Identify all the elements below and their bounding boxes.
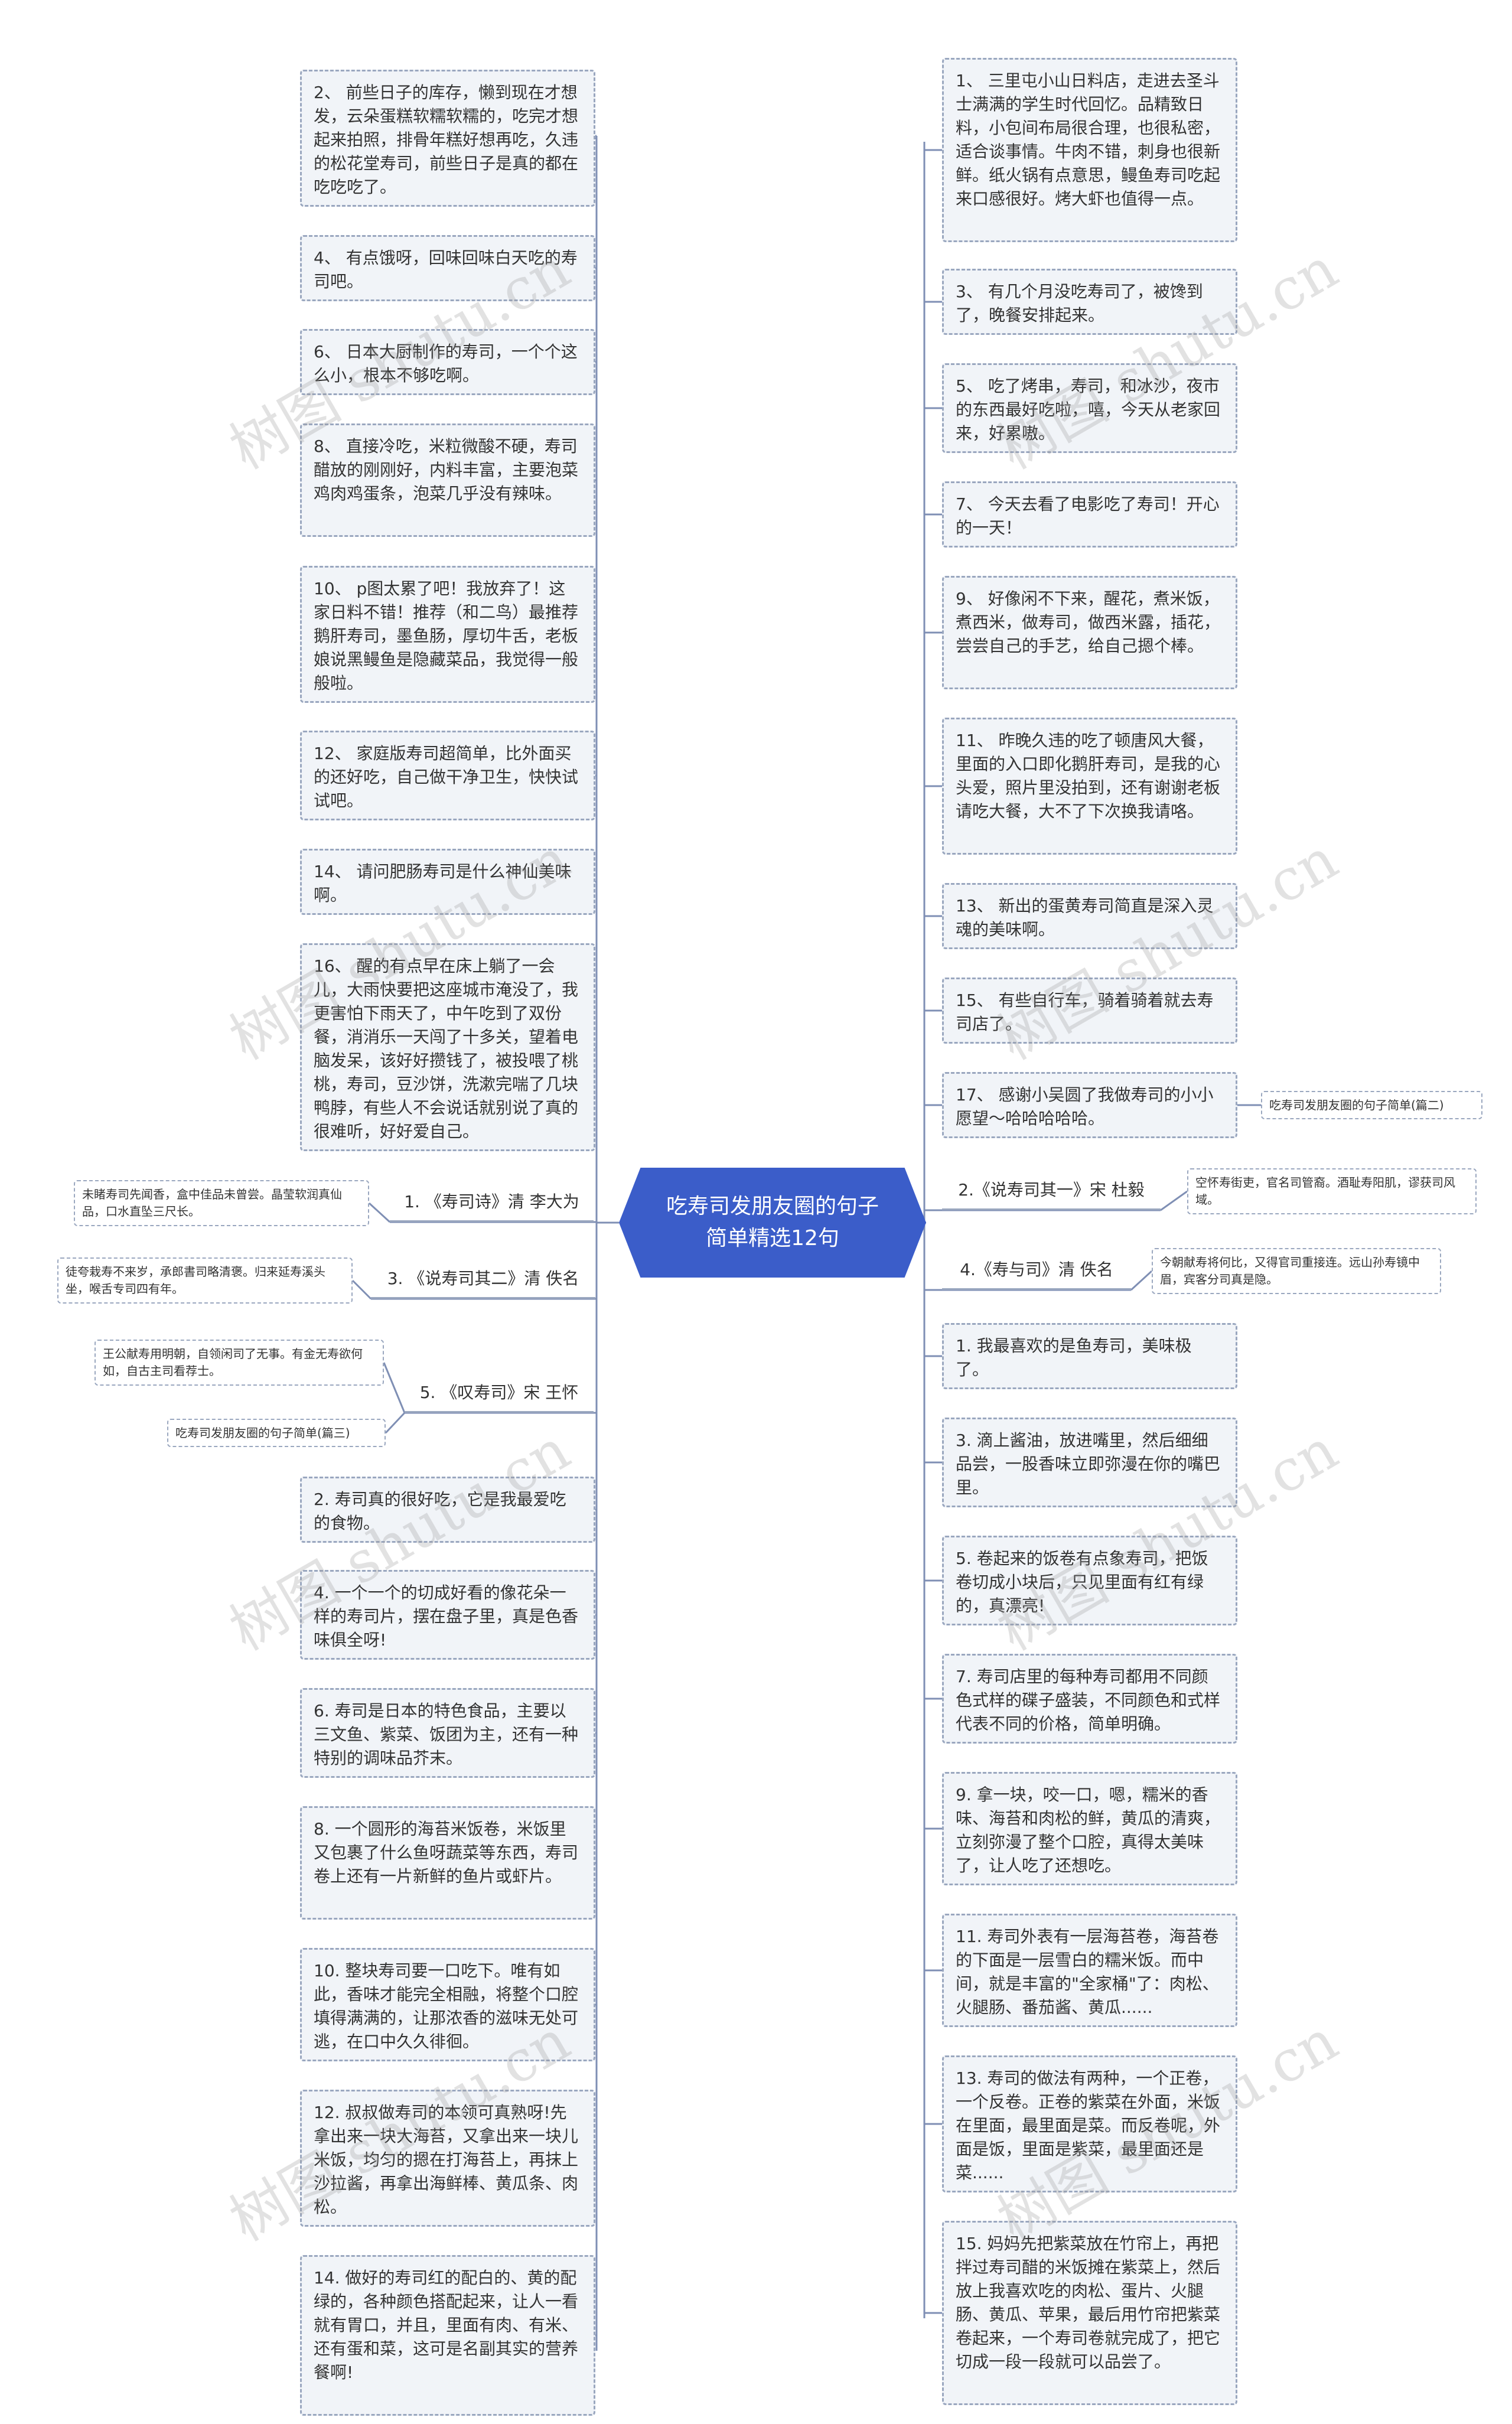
right-poem-4[interactable]: 4.《寿与司》清 佚名 (942, 1252, 1131, 1290)
left-item-14[interactable]: 14、 请问肥肠寿司是什么神仙美味啊。 (300, 849, 595, 915)
left-sentence-8[interactable]: 8. 一个圆形的海苔米饭卷，米饭里又包裹了什么鱼呀蔬菜等东西，寿司卷上还有一片新… (300, 1806, 595, 1920)
left-sentence-12[interactable]: 12. 叔叔做寿司的本领可真熟呀!先拿出来一块大海苔，又拿出来一块儿米饭，均匀的… (300, 2090, 595, 2227)
left-sentence-10[interactable]: 10. 整块寿司要一口吃下。唯有如此，香味才能完全相融，将整个口腔填得满满的，让… (300, 1948, 595, 2061)
right-item-13[interactable]: 13、 新出的蛋黄寿司简直是深入灵魂的美味啊。 (942, 883, 1237, 949)
left-poem-3-text[interactable]: 徒夸栽寿不来岁，承郎書司略清褒。归来延寿溪头坐，喉舌专司四有年。 (57, 1257, 353, 1304)
right-poem-2[interactable]: 2.《说寿司其一》宋 杜毅 (942, 1172, 1161, 1210)
left-item-10[interactable]: 10、 p图太累了吧！我放弃了！这家日料不错！推荐（和二鸟）最推荐鹅肝寿司，墨鱼… (300, 566, 595, 703)
right-sentence-15[interactable]: 15. 妈妈先把紫菜放在竹帘上，再把拌过寿司醋的米饭摊在紫菜上，然后放上我喜欢吃… (942, 2221, 1237, 2405)
right-sentence-9[interactable]: 9. 拿一块，咬一口，嗯，糯米的香味、海苔和肉松的鲜，黄瓜的清爽，立刻弥漫了整个… (942, 1772, 1237, 1885)
right-item-7[interactable]: 7、 今天去看了电影吃了寿司！开心的一天！ (942, 481, 1237, 548)
left-item-6[interactable]: 6、 日本大厨制作的寿司，一个个这么小，根本不够吃啊。 (300, 329, 595, 395)
left-item-16[interactable]: 16、 醒的有点早在床上躺了一会儿，大雨快要把这座城市淹没了，我更害怕下雨天了，… (300, 943, 595, 1151)
left-sentence-6[interactable]: 6. 寿司是日本的特色食品，主要以三文鱼、紫菜、饭团为主，还有一种特别的调味品芥… (300, 1688, 595, 1778)
right-poem-4-text[interactable]: 今朝献寿将何比，又得官司重接连。远山孙寿镜中眉，宾客分司真是隐。 (1152, 1248, 1441, 1294)
left-poem-1[interactable]: 1. 《寿司诗》清 李大为 (390, 1184, 594, 1222)
right-sentence-7[interactable]: 7. 寿司店里的每种寿司都用不同颜色式样的碟子盛装，不同颜色和式样代表不同的价格… (942, 1654, 1237, 1744)
right-sub-heading-2[interactable]: 吃寿司发朋友圈的句子简单(篇二) (1261, 1091, 1482, 1119)
left-sub-heading-3[interactable]: 吃寿司发朋友圈的句子简单(篇三) (167, 1419, 386, 1447)
right-poem-2-text[interactable]: 空怀寿街吏，官名司管裔。酒耻寿阳肌，谬获司风域。 (1187, 1168, 1477, 1214)
left-poem-5[interactable]: 5. 《叹寿司》宋 王怀 (405, 1375, 594, 1413)
left-poem-3[interactable]: 3. 《说寿司其二》清 佚名 (371, 1261, 595, 1299)
left-item-12[interactable]: 12、 家庭版寿司超简单，比外面买的还好吃，自己做干净卫生，快快试试吧。 (300, 731, 595, 820)
right-item-17[interactable]: 17、 感谢小吴圆了我做寿司的小小愿望～哈哈哈哈哈。 (942, 1072, 1237, 1138)
left-item-2[interactable]: 2、 前些日子的库存，懒到现在才想发，云朵蛋糕软糯软糯的，吃完才想起来拍照，排骨… (300, 70, 595, 207)
right-sentence-5[interactable]: 5. 卷起来的饭卷有点象寿司，把饭卷切成小块后，只见里面有红有绿的，真漂亮! (942, 1536, 1237, 1625)
left-sentence-14[interactable]: 14. 做好的寿司红的配白的、黄的配绿的，各种颜色搭配起来，让人一看就有胃口，并… (300, 2255, 595, 2416)
left-item-8[interactable]: 8、 直接冷吃，米粒微酸不硬，寿司醋放的刚刚好，内料丰富，主要泡菜鸡肉鸡蛋条，泡… (300, 423, 595, 537)
left-poem-5-text[interactable]: 王公献寿用明朝，自领闲司了无事。有金无寿欲何如，自古主司看荐士。 (94, 1340, 384, 1386)
left-poem-1-text[interactable]: 未睹寿司先闻香，盒中佳品未曾尝。晶莹软润真仙品，口水直坠三尺长。 (74, 1180, 369, 1226)
right-item-3[interactable]: 3、 有几个月没吃寿司了，被馋到了，晚餐安排起来。 (942, 269, 1237, 335)
left-sentence-2[interactable]: 2. 寿司真的很好吃，它是我最爱吃的食物。 (300, 1477, 595, 1543)
right-item-5[interactable]: 5、 吃了烤串，寿司，和冰沙，夜市的东西最好吃啦，嘻，今天从老家回来，好累嗷。 (942, 363, 1237, 453)
right-sentence-3[interactable]: 3. 滴上酱油，放进嘴里，然后细细品尝，一股香味立即弥漫在你的嘴巴里。 (942, 1418, 1237, 1507)
right-sentence-1[interactable]: 1. 我最喜欢的是鱼寿司，美味极了。 (942, 1323, 1237, 1389)
left-item-4[interactable]: 4、 有点饿呀，回味回味白天吃的寿司吧。 (300, 235, 595, 301)
right-item-11[interactable]: 11、 昨晚久违的吃了顿唐风大餐，里面的入口即化鹅肝寿司，是我的心头爱，照片里没… (942, 718, 1237, 855)
right-item-1[interactable]: 1、 三里屯小山日料店，走进去圣斗士满满的学生时代回忆。品精致日料，小包间布局很… (942, 58, 1237, 242)
right-sentence-13[interactable]: 13. 寿司的做法有两种，一个正卷，一个反卷。正卷的紫菜在外面，米饭在里面，最里… (942, 2055, 1237, 2192)
central-topic[interactable]: 吃寿司发朋友圈的句子简单精选12句 (619, 1168, 926, 1278)
right-sentence-11[interactable]: 11. 寿司外表有一层海苔卷，海苔卷的下面是一层雪白的糯米饭。而中间，就是丰富的… (942, 1914, 1237, 2027)
left-sentence-4[interactable]: 4. 一个一个的切成好看的像花朵一样的寿司片，摆在盘子里，真是色香味俱全呀! (300, 1570, 595, 1660)
right-item-9[interactable]: 9、 好像闲不下来，醒花，煮米饭，煮西米，做寿司，做西米露，插花，尝尝自己的手艺… (942, 576, 1237, 689)
right-item-15[interactable]: 15、 有些自行车，骑着骑着就去寿司店了。 (942, 978, 1237, 1044)
